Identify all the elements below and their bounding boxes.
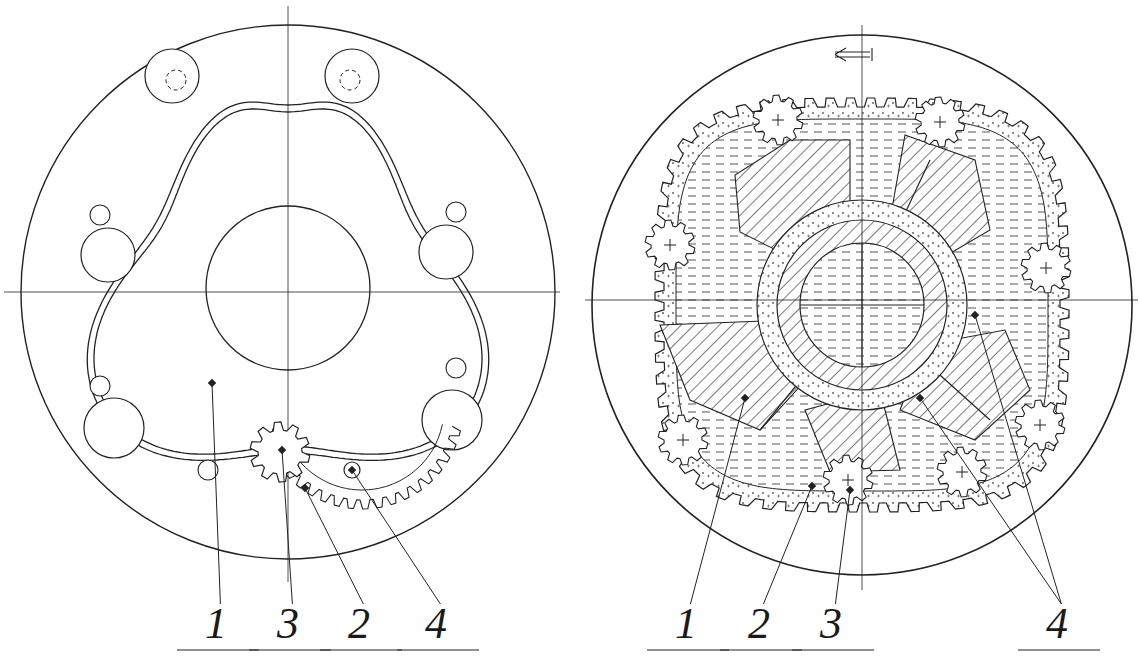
roller-circle [84,398,144,458]
gear-center-mark [677,434,689,446]
leader-line [212,383,220,604]
callout-shelf [397,649,479,650]
leader-dot [278,446,286,454]
leader-line [352,470,440,604]
roller-circle [419,225,473,279]
leader-line [975,315,1061,604]
center-line [862,25,863,590]
callout-shelf [320,649,402,650]
callout-number: 1 [675,600,697,648]
callout-number: 1 [205,600,227,648]
planet-gear [1021,243,1071,293]
gear-center-mark [934,116,946,128]
callout-shelf [1018,649,1100,650]
leader-line [305,488,363,604]
callout-number: 3 [277,600,299,648]
leader-lines [177,311,1100,650]
callout-number: 2 [348,600,370,648]
leader-line [282,450,292,604]
leader-dot [808,482,816,490]
leader-dot [916,394,924,402]
leader-dot [301,484,309,492]
callout-shelf [177,649,259,650]
gear-center-mark [772,114,784,126]
pin-circle [90,205,110,225]
callout-number: 4 [425,600,447,648]
leader-dot [208,379,216,387]
planet-gear [658,415,708,465]
gear-center-mark [1034,419,1046,431]
planet-gear [1015,400,1065,450]
leader-line [690,398,745,604]
callout-number: 2 [748,600,770,648]
right-view [585,25,1138,590]
callout-number: 4 [1046,600,1068,648]
cam-contour [94,109,482,454]
roller-circle [145,49,199,103]
callout-shelf [792,649,874,650]
left-view [4,6,560,582]
rotation-arrow [835,48,872,61]
pin-circle [446,358,466,378]
roller-circle [81,228,135,282]
planet-gear [753,95,803,145]
leader-line [763,486,812,604]
gear-center-mark [664,239,676,251]
planet-gear [823,455,873,505]
roller-circle [325,49,379,103]
pin-circle [446,202,466,222]
gear-center-mark [842,474,854,486]
callout-shelf [249,649,331,650]
gear-center-mark [1040,262,1052,274]
shaft-circle [206,206,370,370]
center-line [585,300,1138,301]
pin-circle [166,70,186,90]
planet-gear [915,97,965,147]
leader-dot [971,311,979,319]
leader-line [920,398,1061,604]
leader-dot [348,466,356,474]
callout-shelf [720,649,802,650]
planet-gear [937,447,987,497]
pinion-gear [250,422,310,482]
leader-line [835,490,850,604]
center-line [4,292,560,293]
cam-contour [87,102,488,460]
leader-dot [741,394,749,402]
pin-circle [90,376,110,396]
center-line [288,6,289,582]
gear-center-mark [956,466,968,478]
callout-number: 3 [820,600,842,648]
pin-circle [344,462,360,478]
callout-shelf [647,649,729,650]
leader-dot [846,486,854,494]
pin-circle [340,70,360,90]
planet-gear [645,220,695,270]
